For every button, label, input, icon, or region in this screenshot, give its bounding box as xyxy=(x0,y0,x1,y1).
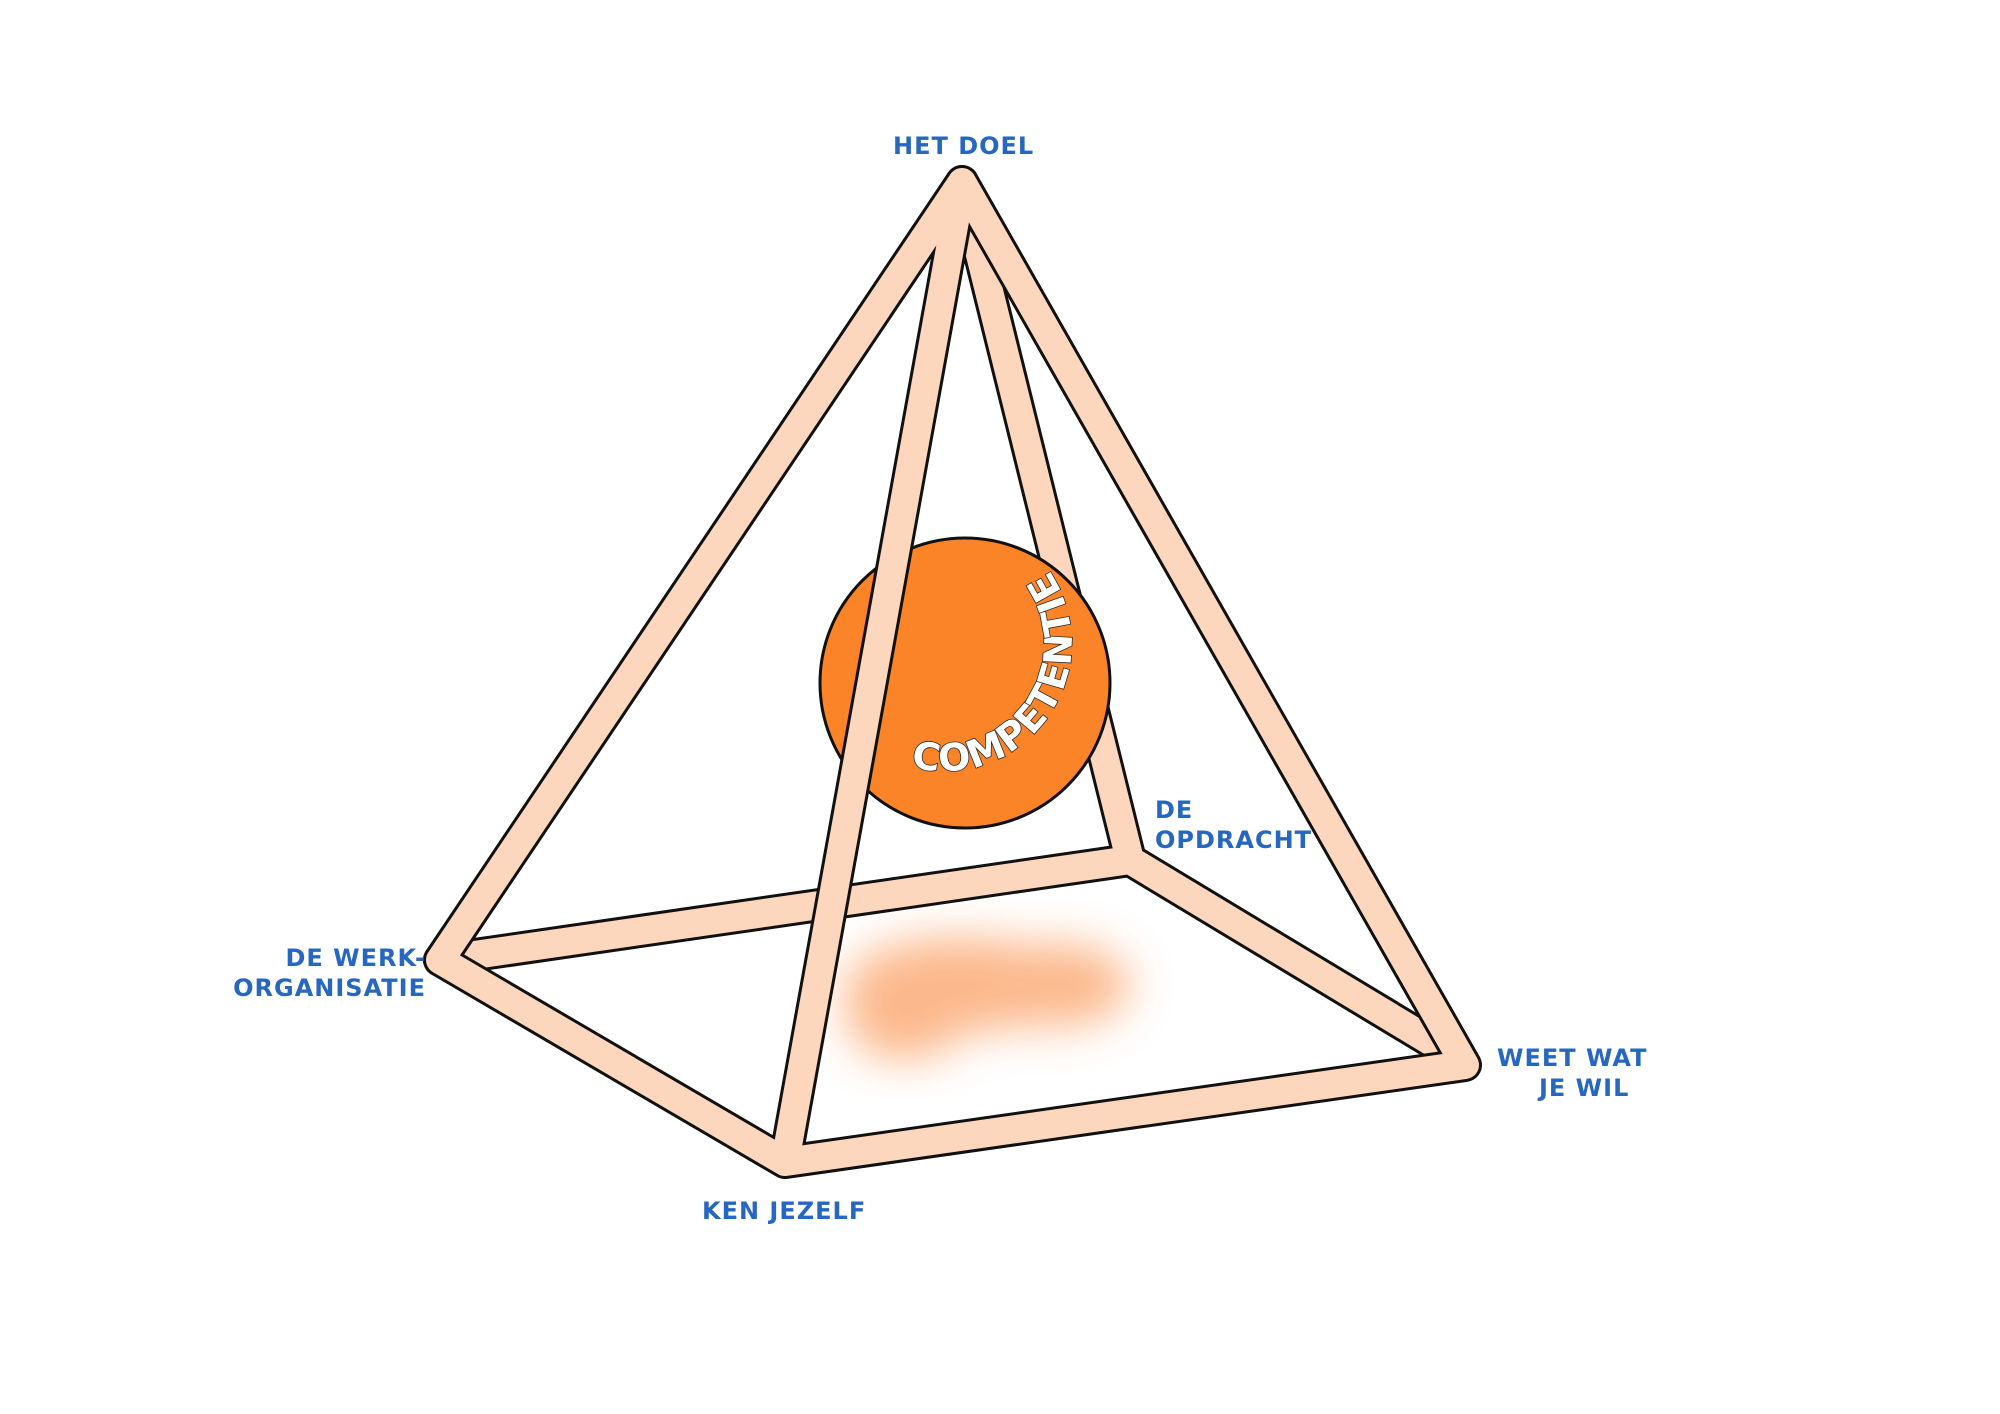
back-edges xyxy=(423,165,1462,1067)
competencies-sphere: COMPETENTIES xyxy=(0,0,1112,830)
label-back-right: DE OPDRACHT xyxy=(1155,796,1313,854)
front-edges xyxy=(423,165,1482,1179)
label-right: WEET WAT JE WIL xyxy=(1497,1044,1648,1102)
label-left: DE WERK- ORGANISATIE xyxy=(233,944,426,1002)
front-edges-fill xyxy=(426,168,1479,1176)
label-top: HET DOEL xyxy=(893,132,1035,160)
base-shadow xyxy=(845,937,1130,1060)
shadow-blob-right xyxy=(980,943,1130,1027)
label-front: KEN JEZELF xyxy=(702,1197,867,1225)
back-apex-edge-fill xyxy=(948,168,1144,874)
